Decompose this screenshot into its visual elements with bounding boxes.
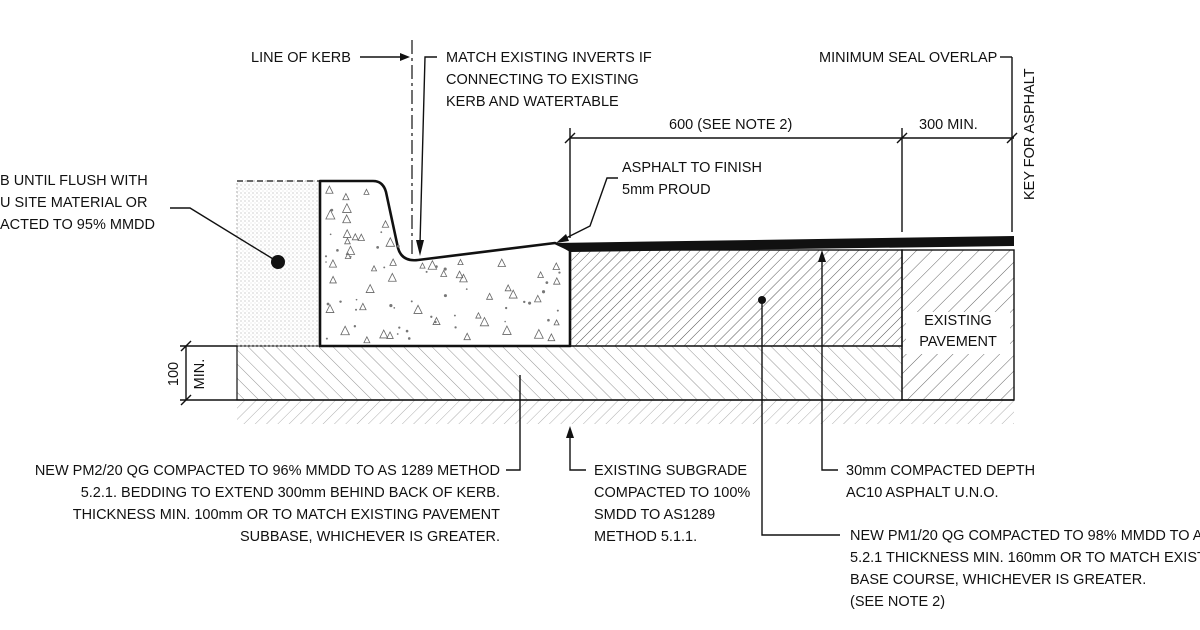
subgrade-note-1: EXISTING SUBGRADE — [594, 463, 747, 479]
subgrade-note-4: METHOD 5.1.1. — [594, 529, 697, 545]
subgrade-note-3: SMDD TO AS1289 — [594, 507, 715, 523]
pm2-note-3: THICKNESS MIN. 100mm OR TO MATCH EXISTIN… — [73, 507, 500, 523]
backfill-label-2: U SITE MATERIAL OR — [0, 195, 147, 211]
asphalt-finish-label-2: 5mm PROUD — [622, 182, 711, 198]
match-inverts-label-1: MATCH EXISTING INVERTS IF — [446, 50, 652, 66]
match-inverts-label-2: CONNECTING TO EXISTING — [446, 72, 639, 88]
backfill-label-3: ACTED TO 95% MMDD — [0, 217, 155, 233]
dim-600-label: 600 (SEE NOTE 2) — [669, 117, 792, 133]
pm2-note-1: NEW PM2/20 QG COMPACTED TO 96% MMDD TO A… — [35, 463, 500, 479]
pm2-note-2: 5.2.1. BEDDING TO EXTEND 300mm BEHIND BA… — [81, 485, 500, 501]
line-of-kerb-label: LINE OF KERB — [251, 50, 351, 66]
min-seal-overlap-label: MINIMUM SEAL OVERLAP — [819, 50, 997, 66]
subgrade-layer — [237, 400, 1014, 424]
backfill-marker — [271, 255, 285, 269]
backfill-label-1: B UNTIL FLUSH WITH — [0, 173, 148, 189]
match-inverts-label-3: KERB AND WATERTABLE — [446, 94, 619, 110]
key-for-asphalt-label: KEY FOR ASPHALT — [1022, 68, 1038, 200]
existing-pavement-label-1: EXISTING — [924, 313, 992, 329]
pm1-base-course — [569, 249, 903, 347]
kerb-concrete — [318, 179, 572, 348]
asphalt-finish-label-1: ASPHALT TO FINISH — [622, 160, 762, 176]
existing-pavement-label-2: PAVEMENT — [919, 334, 997, 350]
pm2-bedding-layer — [236, 345, 903, 401]
pm1-note-3: BASE COURSE, WHICHEVER IS GREATER. — [850, 572, 1146, 588]
pm1-note-2: 5.2.1 THICKNESS MIN. 160mm OR TO MATCH E… — [850, 550, 1200, 566]
asphalt-seal — [555, 236, 1014, 252]
pm1-note-1: NEW PM1/20 QG COMPACTED TO 98% MMDD TO A — [850, 528, 1200, 544]
pm1-note-4: (SEE NOTE 2) — [850, 594, 945, 610]
dim-100-label: 100 — [166, 362, 182, 386]
dim-100-min-label: MIN. — [192, 359, 208, 390]
dim-300-label: 300 MIN. — [919, 117, 978, 133]
asphalt-depth-note-1: 30mm COMPACTED DEPTH — [846, 463, 1035, 479]
subgrade-note-2: COMPACTED TO 100% — [594, 485, 750, 501]
asphalt-depth-note-2: AC10 ASPHALT U.N.O. — [846, 485, 999, 501]
concrete-aggregate-marks — [324, 185, 561, 344]
pm2-note-4: SUBBASE, WHICHEVER IS GREATER. — [240, 529, 500, 545]
pm1-marker — [758, 296, 766, 304]
